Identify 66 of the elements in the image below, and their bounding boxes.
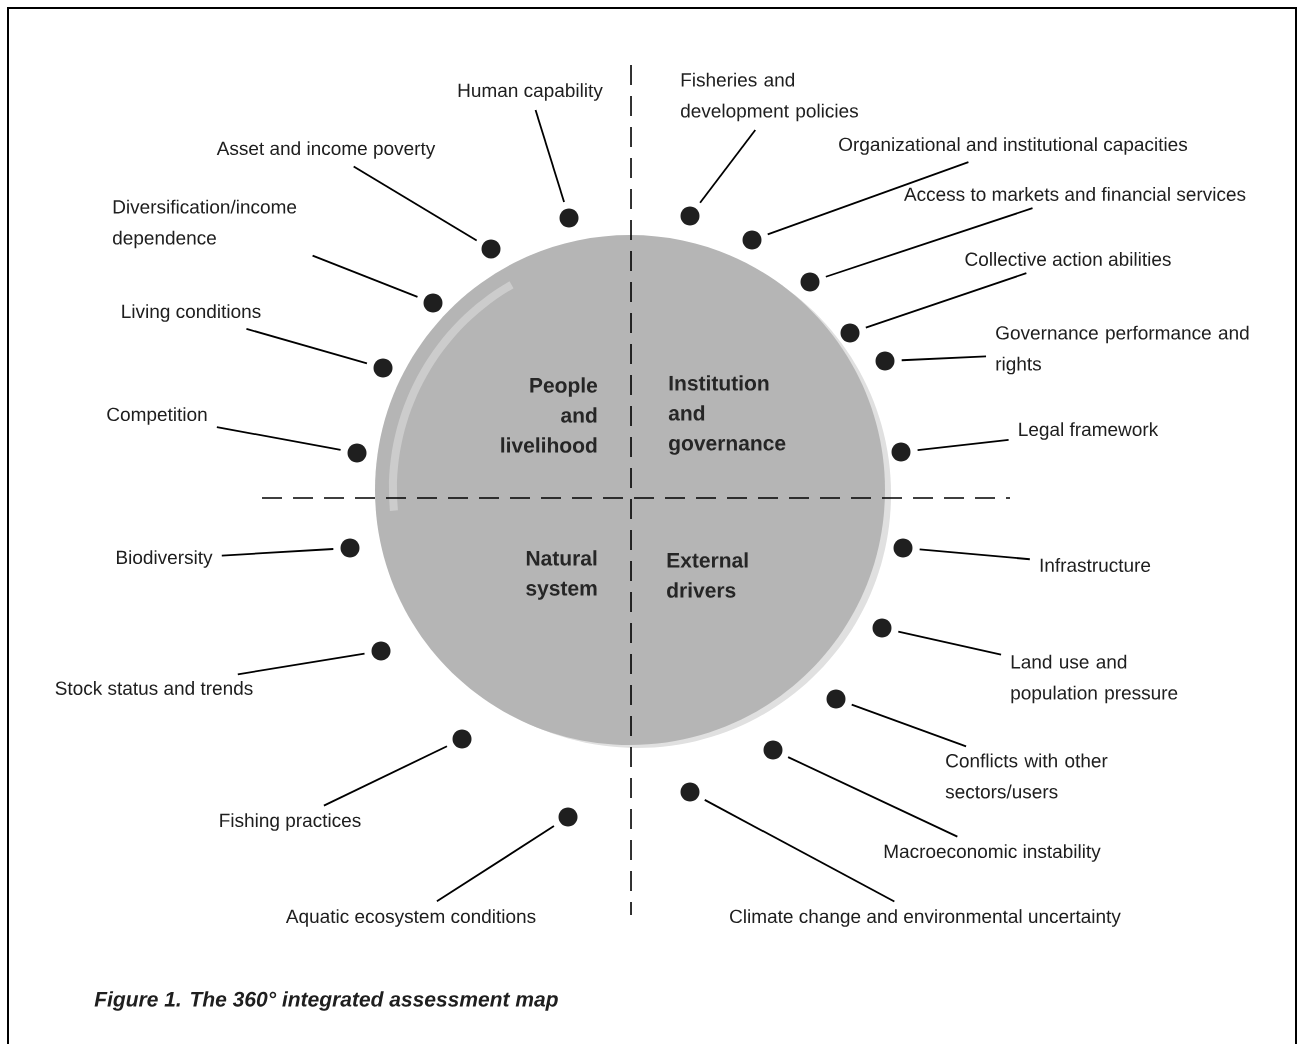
factor-label: Diversification/income dependence: [113, 199, 297, 249]
dot-marker: [742, 230, 762, 250]
factor-label: Legal framework: [1019, 422, 1159, 440]
leader-line: [703, 799, 896, 903]
leader-line: [824, 207, 1034, 278]
leader-line: [916, 439, 1010, 452]
factor-label: Asset and income poverty: [216, 141, 436, 159]
dot-marker: [872, 618, 892, 638]
factor-label: Climate change and environmental uncertainty: [730, 909, 1121, 927]
dot-marker: [840, 323, 860, 343]
leader-line: [323, 745, 448, 807]
dot-marker: [373, 358, 393, 378]
factor-label: Macroeconomic instability: [884, 844, 1101, 862]
leader-line: [864, 272, 1028, 329]
dot-marker: [680, 782, 700, 802]
dot-marker: [558, 807, 578, 827]
dot-marker: [891, 442, 911, 462]
factor-label: Fishing practices: [220, 813, 361, 831]
leader-line: [897, 630, 1002, 656]
dot-marker: [423, 293, 443, 313]
leader-line: [436, 825, 555, 903]
leader-line: [766, 161, 970, 236]
factor-label: Stock status and trends: [55, 681, 253, 695]
leader-line: [850, 703, 967, 748]
dot-marker: [559, 208, 579, 228]
factor-label: Access to markets and financial services: [903, 187, 1246, 201]
assessment-circle: [375, 235, 891, 748]
factor-label: Conflicts with other sectors/users: [945, 753, 1108, 799]
dot-marker: [680, 206, 700, 226]
dot-marker: [347, 443, 367, 463]
factor-label: Competition: [107, 407, 207, 425]
leader-line: [236, 652, 366, 676]
dot-marker: [800, 272, 820, 292]
leader-line: [352, 165, 478, 242]
quadrant-label: People and livelihood: [501, 377, 598, 453]
leader-line: [699, 129, 757, 204]
quadrant-label: Natural system: [526, 550, 597, 600]
dot-marker: [875, 351, 895, 371]
quadrant-label: Institution and governance: [668, 375, 786, 455]
dot-marker: [763, 740, 783, 760]
quadrant-label: External drivers: [667, 552, 748, 598]
leader-line: [918, 548, 1031, 561]
dot-marker: [340, 538, 360, 558]
factor-label: Infrastructure: [1040, 558, 1151, 572]
factor-label: Organizational and institutional capacities: [839, 137, 1188, 155]
factor-label: Living conditions: [122, 304, 261, 322]
leader-line: [900, 355, 987, 362]
leader-line: [787, 756, 959, 838]
dot-marker: [371, 641, 391, 661]
dot-marker: [452, 729, 472, 749]
factor-label: Biodiversity: [117, 550, 213, 568]
factor-label: Collective action abilities: [965, 252, 1171, 266]
dot-marker: [893, 538, 913, 558]
factor-label: Human capability: [458, 83, 603, 101]
factor-label: Fisheries and development policies: [681, 72, 858, 122]
factor-label: Governance performance and rights: [996, 325, 1249, 375]
leader-line: [215, 426, 342, 451]
leader-line: [311, 254, 419, 298]
leader-line: [245, 328, 368, 365]
dot-marker: [481, 239, 501, 259]
leader-line: [220, 548, 335, 557]
dot-marker: [826, 689, 846, 709]
figure-caption: Figure 1. The 360° integrated assessment map: [94, 991, 558, 1011]
factor-label: Land use and population pressure: [1011, 654, 1178, 704]
leader-line: [534, 109, 565, 203]
factor-label: Aquatic ecosystem conditions: [285, 909, 536, 927]
